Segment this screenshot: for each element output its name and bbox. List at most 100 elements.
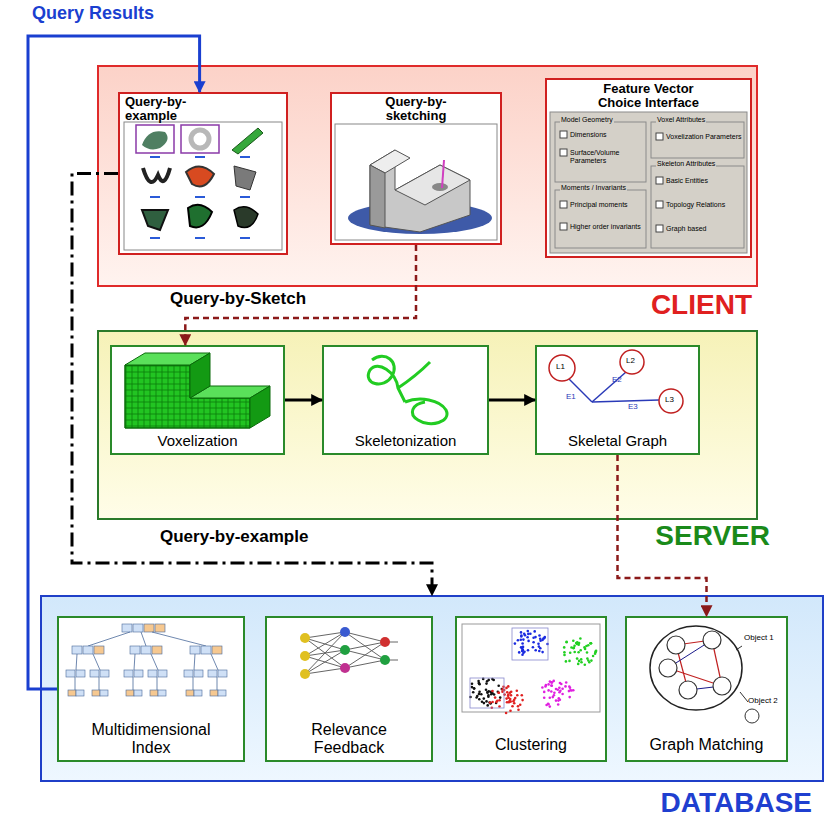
neural-net-part — [300, 651, 310, 661]
voxel-model-part — [190, 353, 210, 398]
box-label: Feature Vector Choice Interface — [588, 82, 709, 110]
thumbnail-grid-part-part — [195, 156, 205, 158]
neural-net-part-part — [345, 650, 385, 660]
cluster-plot-part-part — [538, 634, 541, 637]
skeletal-graph-part — [568, 372, 659, 402]
box-label: Query-by-sketching — [376, 95, 456, 123]
index-tree-part — [194, 654, 195, 670]
cluster-plot-part-part — [503, 689, 506, 692]
cluster-plot-part-part — [544, 636, 547, 639]
thumbnail-grid-part-part — [240, 196, 250, 198]
cluster-plot-part-part — [595, 650, 598, 653]
cluster-plot-part-part — [568, 696, 571, 699]
voxel-model-part — [125, 365, 250, 428]
neural-net-part-part — [345, 642, 385, 668]
cluster-plot-part-part — [550, 681, 553, 684]
feature-panel-part — [555, 122, 646, 182]
sketch-illustration-part — [395, 165, 470, 205]
cluster-plot-part-part — [508, 701, 511, 704]
cluster-plot-part-part — [514, 642, 517, 645]
index-tree-part — [218, 690, 226, 696]
cluster-plot-part-part — [590, 659, 593, 662]
annotation-label: Voxel Attributes — [656, 116, 706, 124]
box-label: Clustering — [457, 736, 605, 754]
cluster-plot-part-part — [494, 696, 497, 699]
cluster-plot-part-part — [518, 651, 521, 654]
cluster-plot-part-part — [521, 694, 524, 697]
cluster-plot-part-part — [569, 689, 572, 692]
index-tree-part — [152, 646, 162, 654]
cluster-plot-part-part — [488, 690, 491, 693]
cluster-plot-part-part — [517, 705, 520, 708]
index-tree-part — [194, 690, 202, 696]
box-label: Skeletal Graph — [537, 432, 698, 449]
cluster-plot-part-part — [498, 699, 501, 702]
annotation-label: Moments / Invariants — [560, 184, 627, 192]
cluster-plot-part-part — [491, 706, 494, 709]
voxel-model-part — [190, 386, 270, 398]
region-heading: DATABASE — [661, 787, 812, 819]
feature-panel-part-part — [560, 149, 567, 156]
cluster-plot-part-part — [527, 649, 530, 652]
annotation-label: Principal moments — [570, 201, 644, 209]
thumbnail-grid — [124, 122, 282, 250]
cluster-plot-part-part — [551, 681, 554, 684]
client-band: CLIENTQuery-by-exampleQuery-by-sketching… — [97, 65, 758, 287]
cluster-plot-part-part — [594, 651, 597, 654]
cluster-plot-part-part — [520, 638, 523, 641]
index-tree-part — [92, 690, 100, 696]
thumbnail-grid-part — [124, 122, 282, 250]
cluster-plot-part-part — [491, 690, 494, 693]
skeleton-curve — [368, 356, 447, 423]
cluster-plot-part-part — [539, 637, 542, 640]
cluster-plot-part-part — [512, 700, 515, 703]
cluster-plot-part-part — [485, 700, 488, 703]
cluster-plot-part-part — [497, 690, 500, 693]
cluster-plot-part-part — [568, 660, 571, 663]
cluster-plot-part-part — [542, 637, 545, 640]
cluster-plot-part-part — [578, 660, 581, 663]
cluster-plot-part-part — [486, 704, 489, 707]
annotation-label: Object 2 — [748, 697, 778, 706]
neural-net-part-part — [345, 642, 385, 650]
index-tree-part — [99, 677, 100, 690]
thumbnail-grid-part-part — [150, 237, 160, 239]
thumbnail-grid-part-part — [240, 237, 250, 239]
annotation-label: L1 — [556, 363, 565, 372]
matching-graph-part — [745, 709, 759, 723]
cluster-plot-part-part — [491, 678, 494, 681]
cluster-plot-part-part — [478, 682, 481, 685]
connector-arrow — [28, 36, 200, 689]
cluster-plot-part-part — [501, 688, 504, 691]
cluster-plot-part-part — [559, 682, 562, 685]
feature-panel-part — [651, 166, 744, 248]
index-tree-part — [218, 670, 227, 677]
cluster-plot-part-part — [496, 700, 499, 703]
cluster-plot-part-part — [563, 654, 566, 657]
index-tree-part — [134, 654, 135, 670]
index-tree-part — [122, 624, 132, 632]
feature-panel-part — [550, 112, 747, 253]
cluster-plot-part-part — [508, 700, 511, 703]
cluster-plot-part-part — [498, 691, 501, 694]
sketch-illustration-part — [432, 183, 448, 191]
cluster-plot-part-part — [509, 698, 512, 701]
cluster-plot-part-part — [507, 694, 510, 697]
cluster-plot-part-part — [539, 639, 542, 642]
cluster-plot-part-part — [586, 651, 589, 654]
matching-graph-part — [668, 640, 722, 690]
cluster-plot-part — [470, 678, 504, 708]
connector-arrow — [489, 399, 535, 402]
index-tree-part — [144, 624, 154, 632]
cluster-plot-part-part — [559, 689, 562, 692]
cluster-plot-part-part — [577, 643, 580, 646]
cluster-plot-part-part — [495, 702, 498, 705]
cluster-plot-part-part — [565, 660, 568, 663]
cluster-plot-part-part — [570, 646, 573, 649]
cluster-plot-part-part — [579, 637, 582, 640]
cluster-plot-part-part — [520, 635, 523, 638]
cluster-plot-part-part — [533, 630, 536, 633]
feature-panel-part-part — [656, 177, 663, 184]
